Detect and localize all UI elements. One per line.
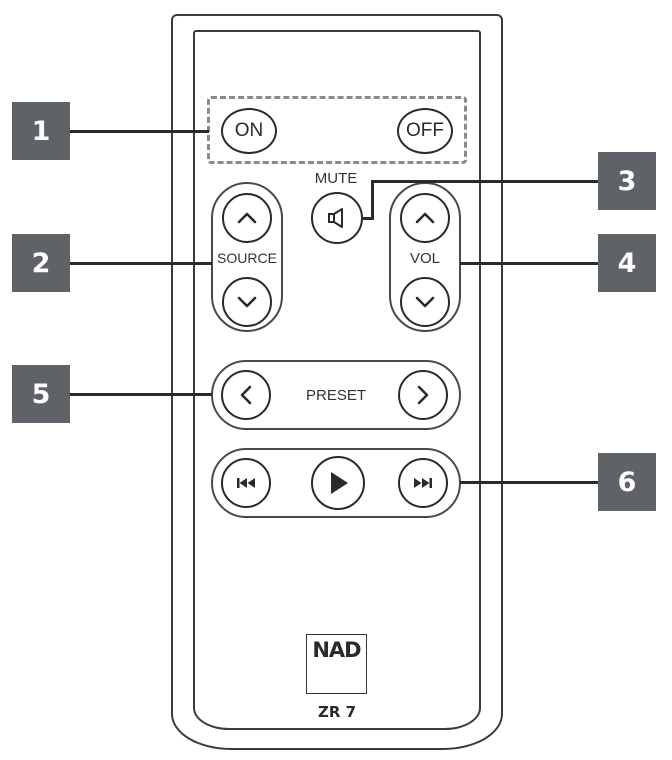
model-name: ZR 7 [317, 703, 357, 721]
callout-5-number: 5 [31, 378, 51, 410]
volume-down-button[interactable] [400, 277, 450, 327]
skip-next-icon [414, 478, 432, 488]
callout-1-leader [70, 130, 209, 133]
callout-3-leader-vertical [371, 180, 374, 220]
brand-logo-text: NAD [312, 638, 361, 662]
brand-logo: NAD [306, 634, 367, 694]
callout-4: 4 [598, 234, 656, 292]
on-button[interactable]: ON [221, 108, 277, 154]
callout-3-number: 3 [617, 165, 637, 197]
callout-6: 6 [598, 453, 656, 511]
skip-next-button[interactable] [398, 458, 448, 508]
source-up-button[interactable] [222, 193, 272, 243]
chevron-up-icon [415, 212, 435, 224]
play-icon [331, 472, 348, 494]
play-button[interactable] [311, 456, 365, 510]
volume-button-group [389, 182, 461, 332]
callout-2: 2 [12, 234, 70, 292]
source-label: SOURCE [217, 250, 277, 266]
speaker-icon [328, 208, 343, 228]
mute-button[interactable] [311, 192, 363, 244]
on-button-label: ON [234, 120, 264, 141]
off-button-label: OFF [406, 120, 444, 141]
off-button[interactable]: OFF [397, 108, 453, 154]
callout-1-number: 1 [31, 115, 51, 147]
mute-label: MUTE [314, 170, 358, 187]
skip-previous-button[interactable] [221, 458, 271, 508]
chevron-down-icon [415, 296, 435, 308]
callout-2-leader [70, 262, 212, 265]
preset-previous-button[interactable] [221, 370, 271, 420]
skip-previous-icon [237, 478, 255, 488]
callout-5-leader [70, 393, 212, 396]
chevron-right-icon [417, 385, 429, 405]
callout-3: 3 [598, 152, 656, 210]
volume-label: VOL [409, 250, 440, 267]
callout-4-leader [460, 262, 598, 265]
callout-3-leader-tip [362, 217, 374, 220]
chevron-left-icon [240, 385, 252, 405]
callout-6-leader [460, 481, 598, 484]
volume-up-button[interactable] [400, 193, 450, 243]
preset-label: PRESET [305, 387, 366, 404]
callout-5: 5 [12, 365, 70, 423]
chevron-up-icon [237, 212, 257, 224]
preset-next-button[interactable] [398, 370, 448, 420]
callout-6-number: 6 [617, 466, 637, 498]
source-down-button[interactable] [222, 277, 272, 327]
callout-3-leader [374, 180, 598, 183]
source-button-group [211, 182, 283, 332]
callout-4-number: 4 [617, 247, 637, 279]
callout-2-number: 2 [31, 247, 51, 279]
chevron-down-icon [237, 296, 257, 308]
preset-button-group [211, 360, 461, 430]
callout-1: 1 [12, 102, 70, 160]
